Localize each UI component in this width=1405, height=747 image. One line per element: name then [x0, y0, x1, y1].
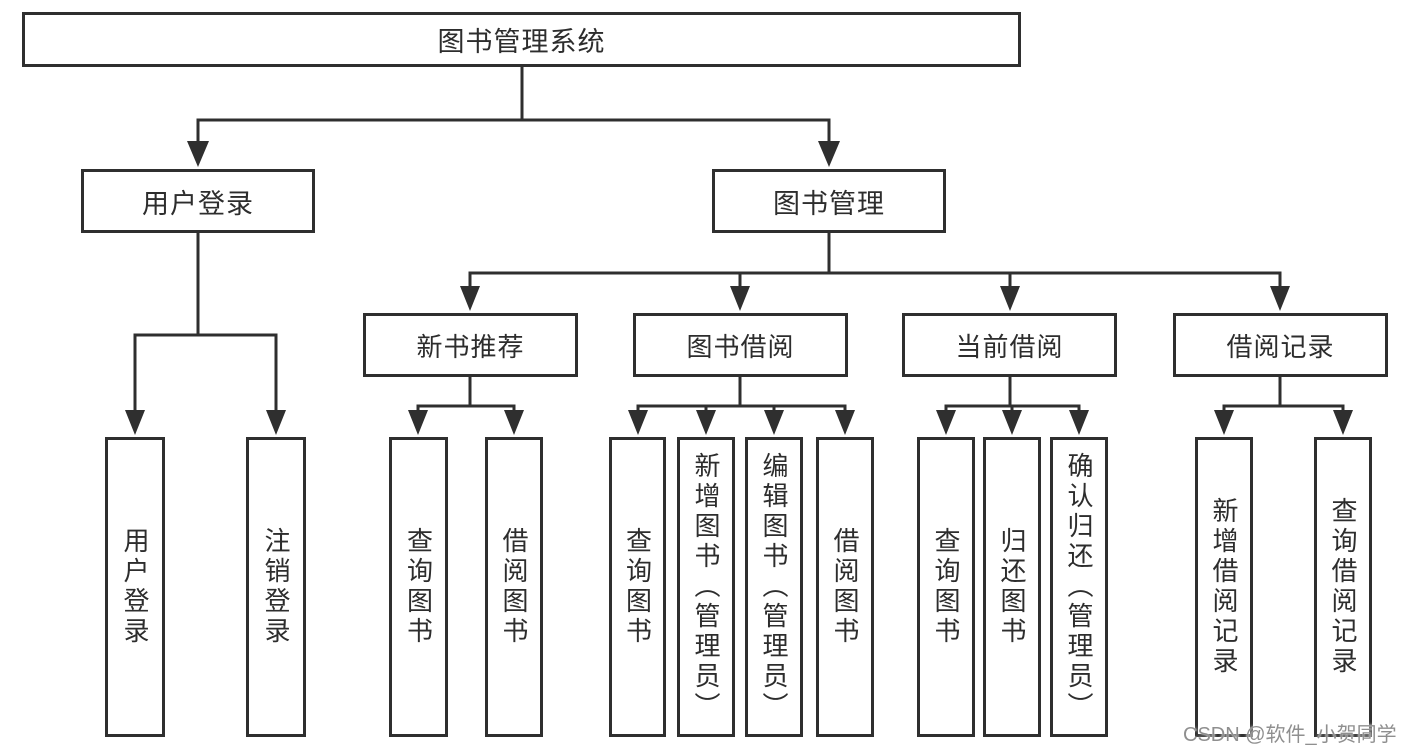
connector-user-login-rail — [133, 333, 278, 412]
node-label: 图书管理系统 — [437, 27, 606, 57]
leaf-borrow-books: 借阅图书 — [816, 437, 874, 737]
leaf-logout: 注销登录 — [246, 437, 306, 737]
leaf-return-books: 归还图书 — [983, 437, 1041, 737]
leaf-query-books-current: 查询图书 — [917, 437, 975, 737]
leaf-query-books-recommend: 查询图书 — [389, 437, 448, 737]
leaf-borrow-books-recommend: 借阅图书 — [485, 437, 543, 737]
arrowhead-icon — [835, 410, 855, 435]
arrowhead-icon — [730, 286, 750, 311]
arrowhead-icon — [1270, 286, 1290, 311]
leaf-query-books-borrow: 查询图书 — [609, 437, 666, 737]
node-book-management: 图书管理 — [712, 169, 946, 233]
node-label: 查询借阅记录 — [1328, 497, 1358, 677]
node-label: 图书管理 — [773, 188, 885, 219]
arrowhead-icon — [125, 410, 145, 435]
node-label: 确认归还（管理员） — [1064, 452, 1094, 722]
node-label: 查询图书 — [931, 527, 961, 647]
arrowhead-icon — [696, 410, 716, 435]
node-label: 借阅图书 — [499, 527, 529, 647]
node-label: 用户登录 — [142, 188, 254, 219]
arrowhead-icon — [1002, 410, 1022, 435]
arrowhead-icon — [504, 410, 524, 435]
leaf-add-books-admin: 新增图书（管理员） — [677, 437, 735, 737]
arrowhead-icon — [1000, 286, 1020, 311]
node-current-borrow: 当前借阅 — [902, 313, 1117, 377]
arrowhead-icon — [266, 410, 286, 435]
arrowhead-icon — [628, 410, 648, 435]
node-label: 借阅记录 — [1226, 331, 1335, 362]
node-user-login: 用户登录 — [81, 169, 315, 233]
leaf-add-borrow-record: 新增借阅记录 — [1195, 437, 1253, 737]
node-label: 查询图书 — [403, 527, 434, 647]
arrowhead-icon — [1069, 410, 1089, 435]
arrowhead-icon — [936, 410, 956, 435]
node-label: 新增图书（管理员） — [691, 452, 721, 722]
connector-borrow-records-rail — [1222, 404, 1345, 412]
node-book-borrow: 图书借阅 — [633, 313, 848, 377]
node-new-book-recommend: 新书推荐 — [363, 313, 578, 377]
connector-level3-rail — [468, 271, 1282, 287]
arrowhead-icon — [460, 286, 480, 311]
arrowhead-icon — [1214, 410, 1234, 435]
node-label: 新书推荐 — [416, 331, 525, 362]
leaf-query-borrow-record: 查询借阅记录 — [1314, 437, 1372, 737]
node-borrow-records: 借阅记录 — [1173, 313, 1388, 377]
node-label: 归还图书 — [997, 527, 1027, 647]
node-root-library-system: 图书管理系统 — [22, 12, 1021, 67]
node-label: 用户登录 — [120, 527, 150, 647]
arrowhead-icon — [187, 141, 209, 167]
arrowhead-icon — [1333, 410, 1353, 435]
node-label: 编辑图书（管理员） — [759, 452, 789, 722]
arrowhead-icon — [408, 410, 428, 435]
leaf-confirm-return-admin: 确认归还（管理员） — [1050, 437, 1108, 737]
connector-book-borrow-rail — [636, 404, 847, 412]
arrowhead-icon — [764, 410, 784, 435]
connector-new-book-rail — [416, 404, 516, 412]
leaf-edit-books-admin: 编辑图书（管理员） — [745, 437, 803, 737]
node-label: 借阅图书 — [830, 527, 860, 647]
node-label: 图书借阅 — [686, 331, 795, 362]
arrowhead-icon — [818, 141, 840, 167]
leaf-user-login: 用户登录 — [105, 437, 165, 737]
node-label: 注销登录 — [261, 527, 291, 647]
csdn-watermark: CSDN @软件_小贺同学 — [1183, 724, 1397, 746]
node-label: 新增借阅记录 — [1209, 497, 1239, 677]
node-label: 当前借阅 — [955, 331, 1064, 362]
node-label: 查询图书 — [622, 527, 653, 647]
connector-level2-rail — [196, 118, 831, 142]
